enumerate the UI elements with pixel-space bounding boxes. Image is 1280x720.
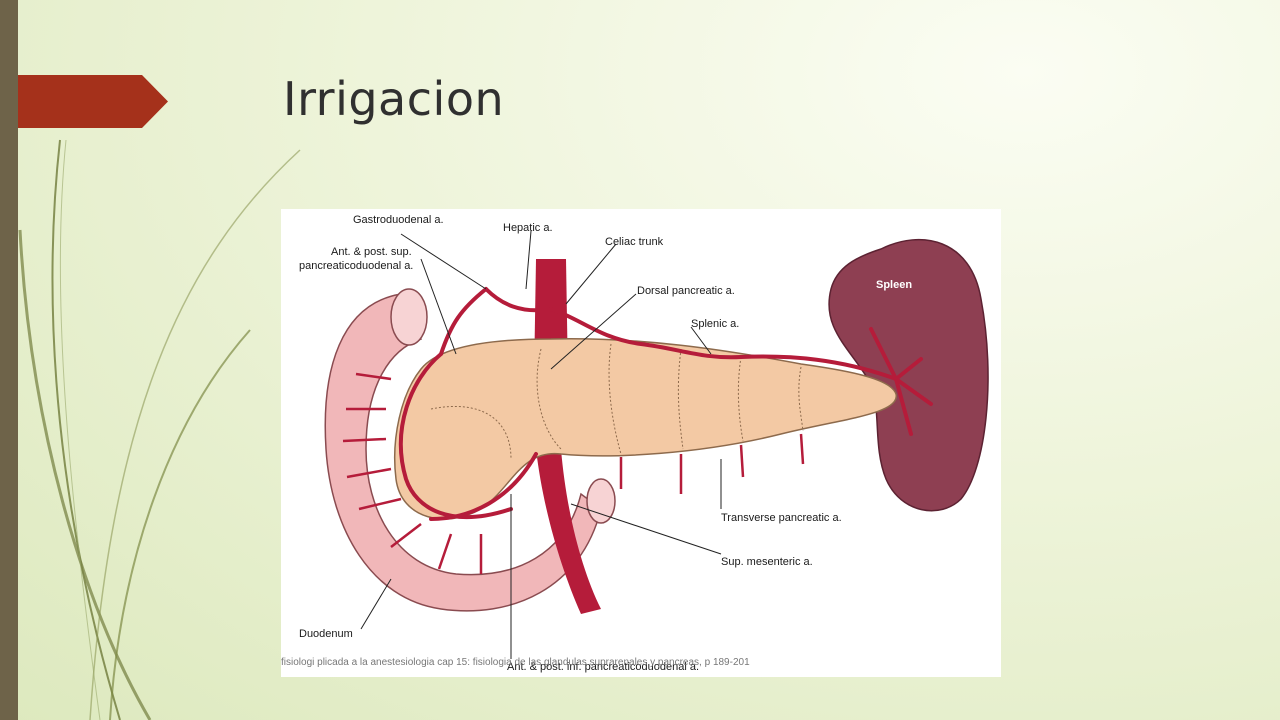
sup-mesenteric-vessel xyxy=(536,449,601,614)
title-accent-arrow xyxy=(18,75,168,128)
label-hepatic: Hepatic a. xyxy=(503,222,553,234)
label-duodenum: Duodenum xyxy=(299,628,353,640)
pancreas-irrigation-figure: Gastroduodenal a. Hepatic a. Celiac trun… xyxy=(281,209,1001,677)
label-ant-post-sup-1: Ant. & post. sup. xyxy=(331,246,412,258)
figure-caption: fisiologi plicada a la anestesiologia ca… xyxy=(281,657,750,668)
label-ant-post-inf: Ant. & post. inf. pancreaticoduodenal a. xyxy=(507,661,699,673)
label-celiac-trunk: Celiac trunk xyxy=(605,236,664,248)
label-splenic: Splenic a. xyxy=(691,318,739,330)
pancreas-diagram: Gastroduodenal a. Hepatic a. Celiac trun… xyxy=(299,214,989,673)
pancreas-shape xyxy=(393,338,897,520)
label-dorsal-pancreatic: Dorsal pancreatic a. xyxy=(637,285,735,297)
label-gastroduodenal: Gastroduodenal a. xyxy=(353,214,444,226)
label-spleen: Spleen xyxy=(876,279,912,291)
left-accent-bar xyxy=(0,0,18,720)
slide-title: Irrigacion xyxy=(283,72,505,126)
spleen-shape xyxy=(828,238,989,512)
label-sup-mesenteric: Sup. mesenteric a. xyxy=(721,556,813,568)
label-ant-post-sup-2: pancreaticoduodenal a. xyxy=(299,260,413,272)
decorative-grass-lines xyxy=(18,139,301,720)
label-transverse-pancreatic: Transverse pancreatic a. xyxy=(721,512,842,524)
duodenum-shape xyxy=(324,293,602,612)
